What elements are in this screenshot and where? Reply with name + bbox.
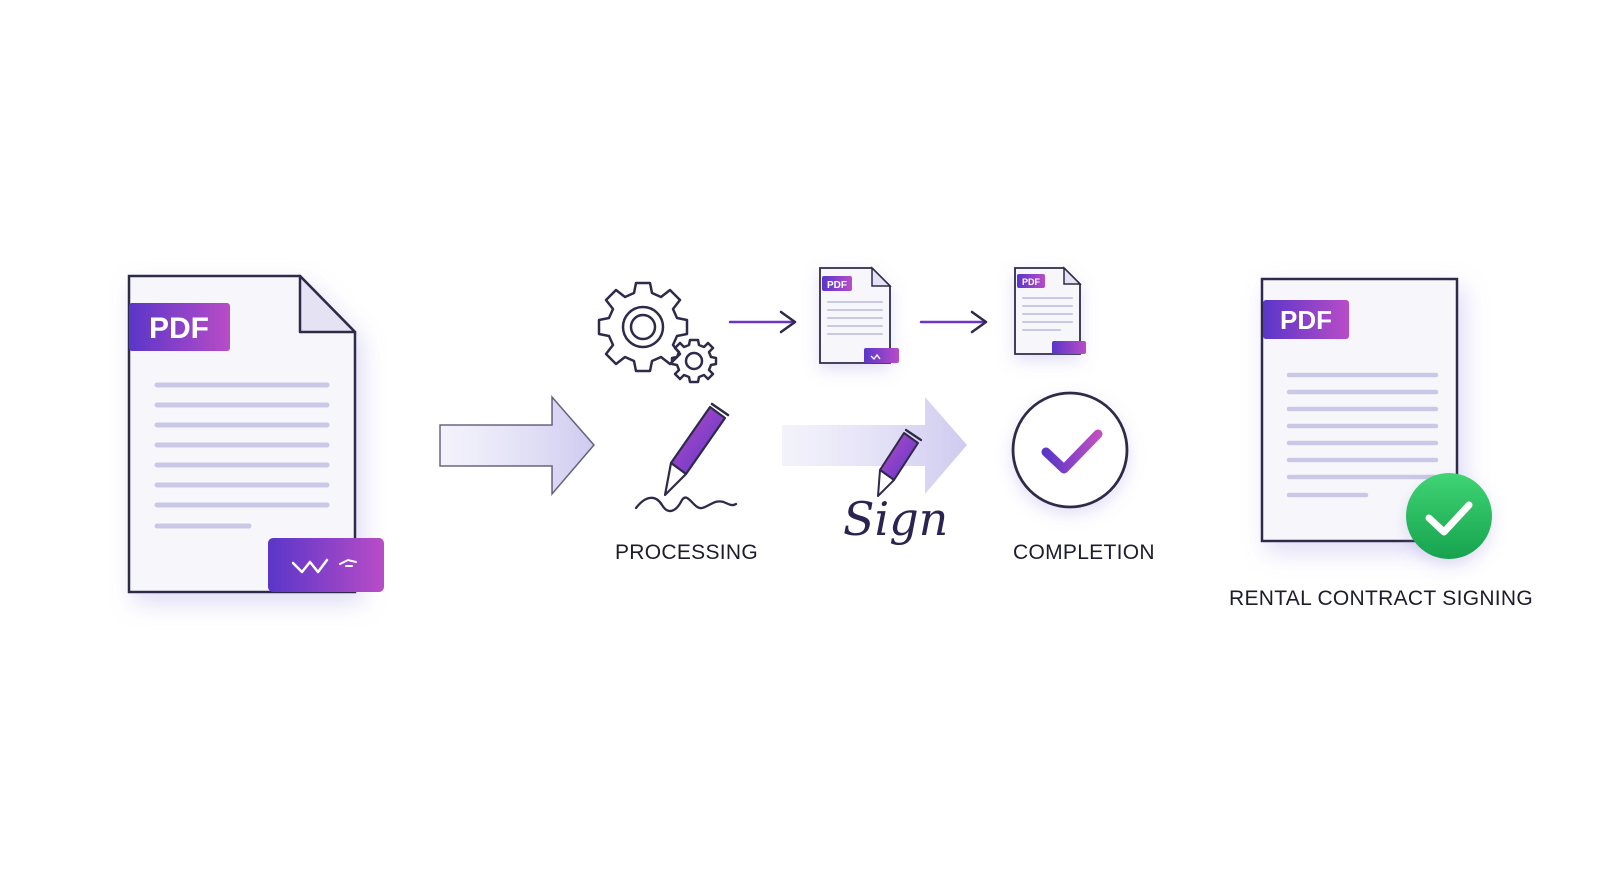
- check-circle-icon: [1011, 391, 1129, 509]
- small-arrow-2: [919, 310, 988, 334]
- small-arrow-1: [728, 310, 797, 334]
- signature-stamp-icon: [268, 538, 384, 592]
- green-check-icon: [1406, 473, 1492, 559]
- pdf-badge-text: PDF: [149, 312, 209, 345]
- document-text-lines: [154, 382, 330, 529]
- sign-label: Sign: [843, 492, 948, 546]
- signature-squiggle: [634, 496, 738, 513]
- mini-pdf-document-1: PDF: [819, 266, 899, 364]
- pdf-badge: [129, 303, 230, 351]
- completion-label: COMPLETION: [1013, 541, 1155, 564]
- flow-arrow-1: [439, 395, 595, 497]
- sign-pen-icon: [877, 428, 923, 497]
- mini-badge-1-text: PDF: [827, 280, 847, 291]
- processing-label: PROCESSING: [615, 541, 759, 564]
- result-pdf-badge-text: PDF: [1280, 305, 1332, 335]
- flow-arrow-2: [782, 397, 967, 494]
- mini-pdf-document-2: PDF: [1014, 266, 1086, 355]
- pen-icon: [634, 402, 738, 513]
- result-pdf-document: PDF: [1260, 277, 1492, 559]
- source-pdf-document: PDF: [127, 274, 384, 594]
- result-pdf-badge: [1263, 300, 1349, 339]
- mini-badge-2-text: PDF: [1022, 277, 1041, 287]
- gear-icon: [597, 281, 718, 384]
- rental-contract-signing-label: RENTAL CONTRACT SIGNING: [1229, 587, 1534, 610]
